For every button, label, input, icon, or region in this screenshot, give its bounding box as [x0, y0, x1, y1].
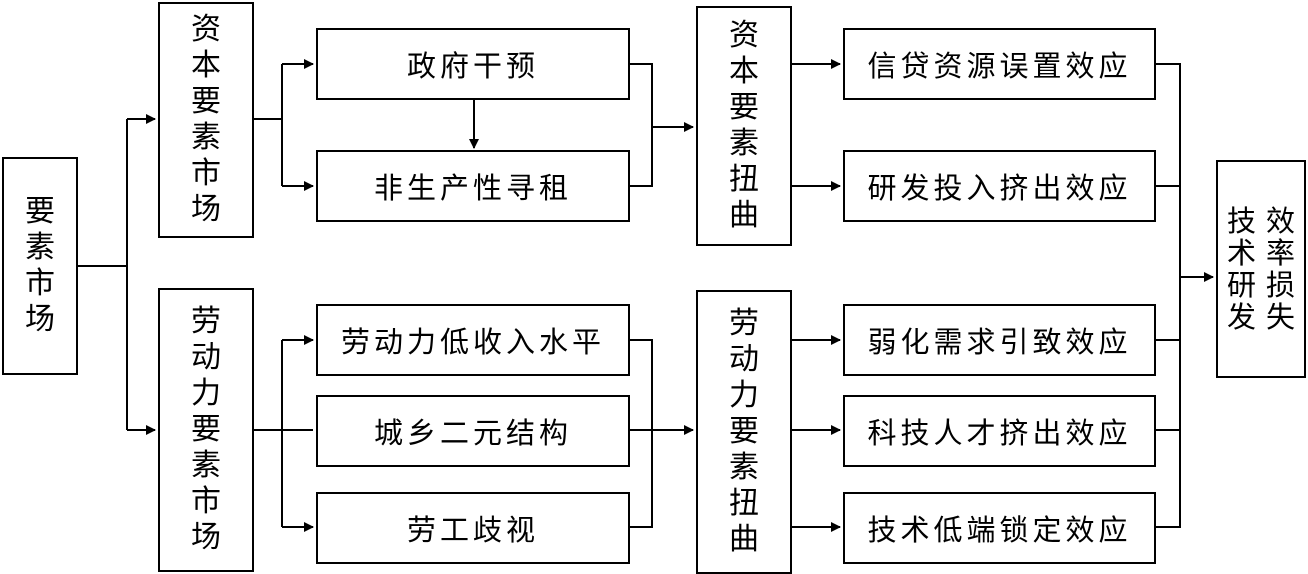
vertical-char: 技: [1226, 204, 1256, 238]
labor-discrimination-label: 劳工歧视: [406, 513, 539, 547]
low-income-label: 劳动力低收入水平: [340, 325, 605, 359]
demand-weakening-label: 弱化需求引致效应: [867, 325, 1132, 359]
dual-structure-label: 城乡二元结构: [373, 416, 572, 450]
vertical-char: 扭: [729, 486, 759, 521]
labor-discrimination-box: 劳工歧视: [316, 492, 630, 564]
vertical-char: 损: [1266, 268, 1296, 302]
vertical-char: 要: [191, 412, 221, 447]
vertical-char: 要: [729, 90, 759, 125]
dual-structure-box: 城乡二元结构: [316, 395, 630, 467]
talent-crowding-box: 科技人才挤出效应: [843, 395, 1156, 467]
vertical-char: 素: [729, 450, 759, 485]
vertical-char: 动: [191, 340, 221, 375]
demand-weakening-box: 弱化需求引致效应: [843, 304, 1156, 376]
vertical-char: 效: [1266, 204, 1296, 238]
vertical-char: 劳: [729, 306, 759, 341]
vertical-char: 素: [25, 230, 55, 265]
final-outcome-box: 技术研发 效率损失: [1216, 160, 1306, 378]
vertical-char: 劳: [191, 304, 221, 339]
talent-crowding-label: 科技人才挤出效应: [867, 416, 1132, 450]
vertical-char: 动: [729, 342, 759, 377]
efficiency-loss-label: 效率损失: [1266, 205, 1295, 333]
labor-distortion-box: 劳动力要素扭曲: [696, 290, 792, 574]
vertical-char: 曲: [729, 522, 759, 557]
gov-intervention-label: 政府干预: [406, 49, 539, 83]
low-end-lock-label: 技术低端锁定效应: [867, 513, 1132, 547]
vertical-char: 研: [1226, 268, 1256, 302]
vertical-char: 要: [191, 84, 221, 119]
vertical-char: 素: [729, 126, 759, 161]
vertical-char: 扭: [729, 162, 759, 197]
vertical-char: 场: [191, 520, 221, 555]
rd-crowding-box: 研发投入挤出效应: [843, 150, 1156, 222]
vertical-char: 市: [191, 156, 221, 191]
labor-market-box: 劳动力要素市场: [158, 288, 254, 572]
capital-market-box: 资本要素市场: [158, 2, 254, 238]
vertical-char: 要: [729, 414, 759, 449]
credit-misallocation-label: 信贷资源误置效应: [867, 49, 1132, 83]
factor-market-box: 要素市场: [2, 157, 78, 375]
low-income-box: 劳动力低收入水平: [316, 304, 630, 376]
vertical-char: 失: [1266, 300, 1296, 334]
gov-intervention-box: 政府干预: [316, 28, 630, 100]
tech-rd-label: 技术研发: [1227, 205, 1256, 333]
vertical-char: 力: [729, 378, 759, 413]
rd-crowding-label: 研发投入挤出效应: [867, 171, 1132, 205]
credit-misallocation-box: 信贷资源误置效应: [843, 28, 1156, 100]
vertical-char: 本: [729, 54, 759, 89]
vertical-char: 本: [191, 48, 221, 83]
capital-distortion-box: 资本要素扭曲: [696, 6, 792, 246]
vertical-char: 发: [1226, 300, 1256, 334]
vertical-char: 资: [191, 12, 221, 47]
vertical-char: 要: [25, 194, 55, 229]
vertical-char: 力: [191, 376, 221, 411]
vertical-char: 素: [191, 448, 221, 483]
low-end-lock-box: 技术低端锁定效应: [843, 492, 1156, 564]
vertical-char: 场: [25, 302, 55, 337]
vertical-char: 率: [1266, 236, 1296, 270]
rent-seeking-label: 非生产性寻租: [373, 171, 572, 205]
vertical-char: 资: [729, 18, 759, 53]
rent-seeking-box: 非生产性寻租: [316, 150, 630, 222]
vertical-char: 曲: [729, 198, 759, 233]
vertical-char: 市: [25, 266, 55, 301]
vertical-char: 术: [1226, 236, 1256, 270]
vertical-char: 素: [191, 120, 221, 155]
vertical-char: 场: [191, 192, 221, 227]
vertical-char: 市: [191, 484, 221, 519]
